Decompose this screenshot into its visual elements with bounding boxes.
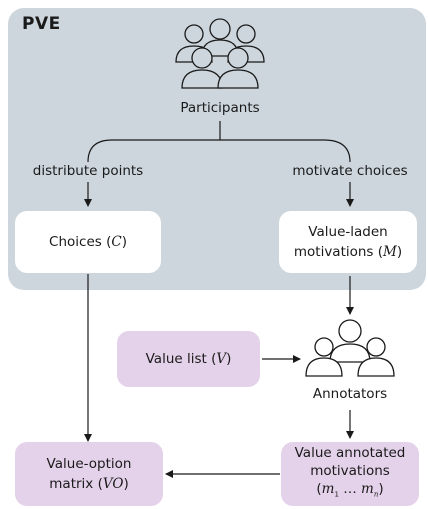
motivations-line1: Value-laden: [308, 224, 388, 240]
value-option-matrix-box: Value-option matrix (VO): [15, 442, 163, 506]
annotated-m1: m: [321, 481, 335, 498]
branch-curve: [87, 139, 351, 163]
edge-label-distribute: distribute points: [32, 163, 144, 179]
participants-label: Participants: [180, 100, 260, 116]
annotated-motivations-box: Value annotated motivations (m1 … mn): [281, 442, 419, 506]
annotators-group-icon: [305, 319, 395, 377]
choices-label: Choices (: [49, 234, 112, 250]
value-list-box: Value list (V): [117, 331, 260, 387]
motivations-symbol: M: [383, 244, 397, 260]
value-list-close: ): [226, 351, 232, 367]
annotated-line2: motivations: [310, 463, 390, 480]
annotated-close: ): [378, 481, 384, 498]
matrix-line2-close: ): [123, 476, 129, 492]
choices-box: Choices (C): [15, 211, 161, 273]
annotated-dots: …: [343, 481, 357, 498]
choices-close: ): [121, 234, 127, 250]
matrix-line2-open: matrix (: [49, 476, 103, 492]
annotated-m1-sub: 1: [334, 490, 339, 499]
motivations-box: Value-laden motivations (M): [279, 211, 417, 273]
participants-group-icon: [175, 18, 265, 89]
motivations-close: ): [396, 244, 403, 260]
matrix-line1: Value-option: [46, 456, 132, 472]
edge-label-motivate: motivate choices: [292, 163, 408, 179]
pve-label: PVE: [22, 14, 61, 34]
annotated-open: (: [316, 481, 322, 498]
annotators-label: Annotators: [312, 386, 388, 402]
motivations-line2: motivations (: [293, 244, 384, 260]
value-list-symbol: V: [216, 351, 227, 367]
annotated-mn-sub: n: [373, 490, 379, 499]
matrix-symbol: VO: [102, 476, 124, 492]
value-list-label: Value list (: [145, 351, 217, 367]
annotated-line1: Value annotated: [294, 445, 406, 462]
annotated-mn: m: [361, 481, 374, 498]
choices-symbol: C: [111, 234, 122, 250]
